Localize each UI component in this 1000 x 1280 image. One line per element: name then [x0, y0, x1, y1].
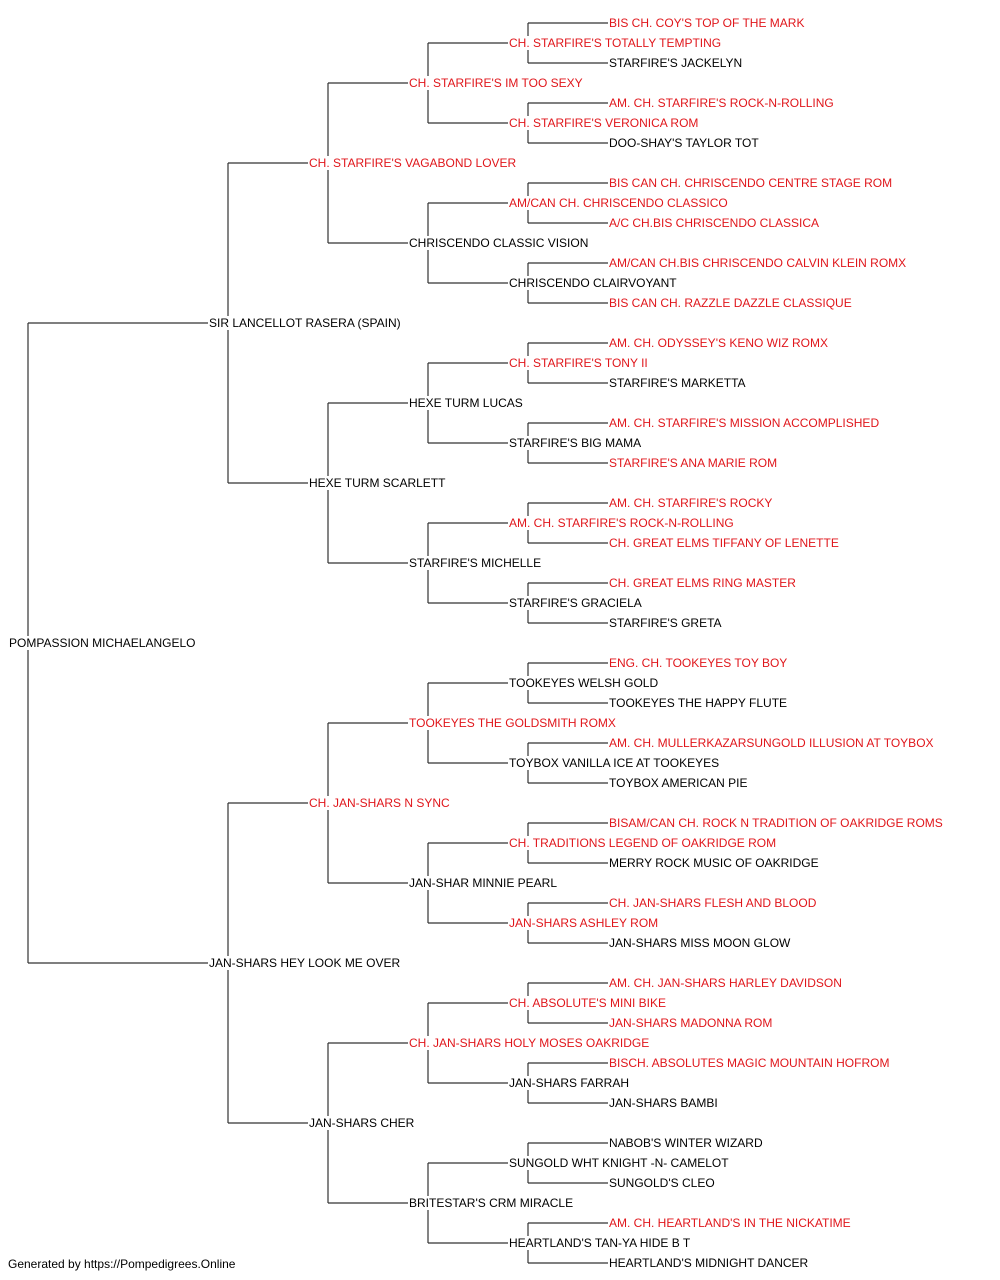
- pedigree-entry-sire-sire-sire-dam: CH. STARFIRE'S VERONICA ROM: [508, 116, 700, 130]
- pedigree-entry-sire-dam-sire-sire-sire: AM. CH. ODYSSEY'S KENO WIZ ROMX: [608, 336, 829, 350]
- pedigree-entry-sire-dam: HEXE TURM SCARLETT: [308, 476, 447, 490]
- pedigree-entry-dam-dam-dam-dam: HEARTLAND'S TAN-YA HIDE B T: [508, 1236, 692, 1250]
- pedigree-entry-dam-sire-dam-dam: JAN-SHARS ASHLEY ROM: [508, 916, 660, 930]
- pedigree-entry-dam-dam-dam-sire: SUNGOLD WHT KNIGHT -N- CAMELOT: [508, 1156, 730, 1170]
- pedigree-entry-sire-sire-sire-sire-sire: BIS CH. COY'S TOP OF THE MARK: [608, 16, 806, 30]
- pedigree-entry-dam-sire-dam-dam-dam: JAN-SHARS MISS MOON GLOW: [608, 936, 792, 950]
- pedigree-entry-dam-dam-sire-sire-sire: AM. CH. JAN-SHARS HARLEY DAVIDSON: [608, 976, 843, 990]
- pedigree-entry-sire-dam-dam-dam-sire: CH. GREAT ELMS RING MASTER: [608, 576, 797, 590]
- pedigree-entry-: POMPASSION MICHAELANGELO: [8, 636, 197, 650]
- pedigree-entry-sire-sire-sire-dam-sire: AM. CH. STARFIRE'S ROCK-N-ROLLING: [608, 96, 835, 110]
- pedigree-entry-dam-dam: JAN-SHARS CHER: [308, 1116, 416, 1130]
- pedigree-entry-dam-sire-sire-dam-sire: AM. CH. MULLERKAZARSUNGOLD ILLUSION AT T…: [608, 736, 935, 750]
- pedigree-entry-dam-sire-dam-dam-sire: CH. JAN-SHARS FLESH AND BLOOD: [608, 896, 818, 910]
- pedigree-entry-sire-sire: CH. STARFIRE'S VAGABOND LOVER: [308, 156, 518, 170]
- pedigree-entry-sire-dam-sire-dam: STARFIRE'S BIG MAMA: [508, 436, 643, 450]
- pedigree-entry-sire-sire-sire-dam-dam: DOO-SHAY'S TAYLOR TOT: [608, 136, 760, 150]
- pedigree-entry-sire-sire-dam-sire: AM/CAN CH. CHRISCENDO CLASSICO: [508, 196, 729, 210]
- pedigree-entry-sire-sire-dam-sire-dam: A/C CH.BIS CHRISCENDO CLASSICA: [608, 216, 821, 230]
- pedigree-entry-sire-dam-dam-sire-sire: AM. CH. STARFIRE'S ROCKY: [608, 496, 774, 510]
- pedigree-entry-dam-sire-sire-sire-sire: ENG. CH. TOOKEYES TOY BOY: [608, 656, 789, 670]
- pedigree-entry-dam-sire-dam-sire-sire: BISAM/CAN CH. ROCK N TRADITION OF OAKRID…: [608, 816, 944, 830]
- pedigree-entry-dam-sire-sire-sire: TOOKEYES WELSH GOLD: [508, 676, 660, 690]
- pedigree-entry-dam-dam-dam-dam-sire: AM. CH. HEARTLAND'S IN THE NICKATIME: [608, 1216, 852, 1230]
- pedigree-entry-sire-dam-dam-sire-dam: CH. GREAT ELMS TIFFANY OF LENETTE: [608, 536, 840, 550]
- pedigree-entry-sire-dam-dam-dam-dam: STARFIRE'S GRETA: [608, 616, 723, 630]
- pedigree-entry-dam-dam-sire-dam-sire: BISCH. ABSOLUTES MAGIC MOUNTAIN HOFROM: [608, 1056, 891, 1070]
- pedigree-entry-dam-sire-dam-sire: CH. TRADITIONS LEGEND OF OAKRIDGE ROM: [508, 836, 778, 850]
- pedigree-entry-dam-dam-sire-sire-dam: JAN-SHARS MADONNA ROM: [608, 1016, 774, 1030]
- pedigree-entry-sire-sire-sire-sire: CH. STARFIRE'S TOTALLY TEMPTING: [508, 36, 723, 50]
- pedigree-entry-dam-dam-sire-sire: CH. ABSOLUTE'S MINI BIKE: [508, 996, 667, 1010]
- pedigree-entry-dam-sire: CH. JAN-SHARS N SYNC: [308, 796, 451, 810]
- pedigree-entry-dam-dam-dam: BRITESTAR'S CRM MIRACLE: [408, 1196, 575, 1210]
- pedigree-entry-dam-dam-dam-dam-dam: HEARTLAND'S MIDNIGHT DANCER: [608, 1256, 810, 1270]
- pedigree-entry-sire-dam-dam: STARFIRE'S MICHELLE: [408, 556, 543, 570]
- pedigree-entry-sire-dam-dam-dam: STARFIRE'S GRACIELA: [508, 596, 643, 610]
- pedigree-entry-sire-dam-sire-sire-dam: STARFIRE'S MARKETTA: [608, 376, 747, 390]
- pedigree-entry-dam-sire-dam: JAN-SHAR MINNIE PEARL: [408, 876, 559, 890]
- footer-credit: Generated by https://Pompedigrees.Online: [8, 1257, 236, 1271]
- pedigree-entry-sire-sire-dam-dam-sire: AM/CAN CH.BIS CHRISCENDO CALVIN KLEIN RO…: [608, 256, 908, 270]
- pedigree-entry-sire-sire-sire-sire-dam: STARFIRE'S JACKELYN: [608, 56, 744, 70]
- pedigree-entry-dam-dam-dam-sire-dam: SUNGOLD'S CLEO: [608, 1176, 716, 1190]
- pedigree-entry-dam-sire-dam-sire-dam: MERRY ROCK MUSIC OF OAKRIDGE: [608, 856, 820, 870]
- pedigree-entry-sire-sire-dam-dam: CHRISCENDO CLAIRVOYANT: [508, 276, 678, 290]
- pedigree-entry-dam-dam-sire: CH. JAN-SHARS HOLY MOSES OAKRIDGE: [408, 1036, 651, 1050]
- pedigree-entry-dam-sire-sire: TOOKEYES THE GOLDSMITH ROMX: [408, 716, 617, 730]
- pedigree-entry-dam-dam-sire-dam: JAN-SHARS FARRAH: [508, 1076, 631, 1090]
- pedigree-entry-dam: JAN-SHARS HEY LOOK ME OVER: [208, 956, 402, 970]
- pedigree-entry-dam-sire-sire-dam-dam: TOYBOX AMERICAN PIE: [608, 776, 749, 790]
- pedigree-entry-sire-dam-sire-sire: CH. STARFIRE'S TONY II: [508, 356, 649, 370]
- pedigree-entry-sire-sire-dam-sire-sire: BIS CAN CH. CHRISCENDO CENTRE STAGE ROM: [608, 176, 894, 190]
- pedigree-entry-sire-dam-sire-dam-dam: STARFIRE'S ANA MARIE ROM: [608, 456, 779, 470]
- pedigree-entry-dam-dam-dam-sire-sire: NABOB'S WINTER WIZARD: [608, 1136, 764, 1150]
- pedigree-entry-sire-dam-sire: HEXE TURM LUCAS: [408, 396, 524, 410]
- pedigree-entry-sire-sire-sire: CH. STARFIRE'S IM TOO SEXY: [408, 76, 584, 90]
- pedigree-entry-sire-sire-dam-dam-dam: BIS CAN CH. RAZZLE DAZZLE CLASSIQUE: [608, 296, 853, 310]
- pedigree-entry-sire: SIR LANCELLOT RASERA (SPAIN): [208, 316, 402, 330]
- pedigree-entry-dam-sire-sire-sire-dam: TOOKEYES THE HAPPY FLUTE: [608, 696, 789, 710]
- pedigree-entry-dam-dam-sire-dam-dam: JAN-SHARS BAMBI: [608, 1096, 719, 1110]
- pedigree-entry-sire-dam-sire-dam-sire: AM. CH. STARFIRE'S MISSION ACCOMPLISHED: [608, 416, 881, 430]
- pedigree-entry-sire-dam-dam-sire: AM. CH. STARFIRE'S ROCK-N-ROLLING: [508, 516, 735, 530]
- pedigree-entry-sire-sire-dam: CHRISCENDO CLASSIC VISION: [408, 236, 590, 250]
- pedigree-entry-dam-sire-sire-dam: TOYBOX VANILLA ICE AT TOOKEYES: [508, 756, 721, 770]
